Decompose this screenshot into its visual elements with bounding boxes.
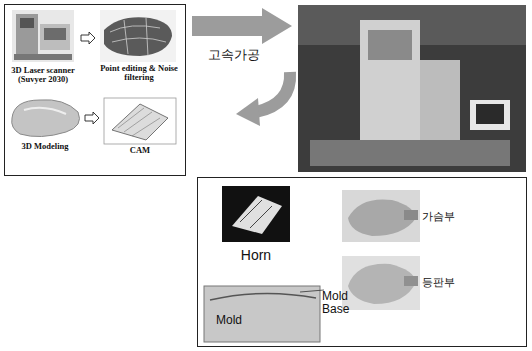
horn-image	[222, 186, 290, 242]
result-panel	[198, 178, 527, 347]
mold-image	[204, 286, 324, 342]
flow-arrow	[85, 112, 99, 124]
image-node: Point editing & Noise filtering	[96, 8, 182, 85]
pointcloud-image	[100, 10, 176, 62]
node-caption: Horn	[216, 248, 296, 263]
node-caption: 가슴부	[422, 210, 468, 222]
process-label: 고속가공	[208, 46, 260, 64]
node-caption: 3D Modeling	[6, 142, 84, 151]
node-caption: Mold Base	[322, 290, 366, 316]
image-node: Horn	[216, 184, 296, 272]
node-caption: CAM	[100, 146, 180, 155]
process-panel	[5, 5, 186, 176]
part-image	[342, 190, 420, 242]
machine-photo	[298, 5, 526, 172]
process-arrow	[236, 72, 290, 126]
image-node: 등판부	[340, 254, 470, 312]
image-node: 3D Modeling	[6, 96, 84, 158]
scanner-image	[12, 10, 74, 62]
part-image	[342, 256, 420, 310]
cam-image	[104, 98, 176, 144]
node-caption: Mold	[216, 314, 256, 327]
node-caption: 3D Laser scanner (Suvyer 2030)	[6, 66, 80, 85]
image-node: 가슴부	[340, 188, 470, 244]
image-node: CAM	[100, 96, 180, 160]
model-image	[12, 100, 80, 137]
image-node: 3D Laser scanner (Suvyer 2030)	[6, 8, 80, 88]
flow-arrow	[81, 32, 95, 44]
image-node: Mold Mold Base	[202, 284, 372, 344]
node-caption: Point editing & Noise filtering	[96, 64, 182, 83]
node-caption: 등판부	[422, 276, 468, 288]
process-arrow	[192, 8, 292, 44]
